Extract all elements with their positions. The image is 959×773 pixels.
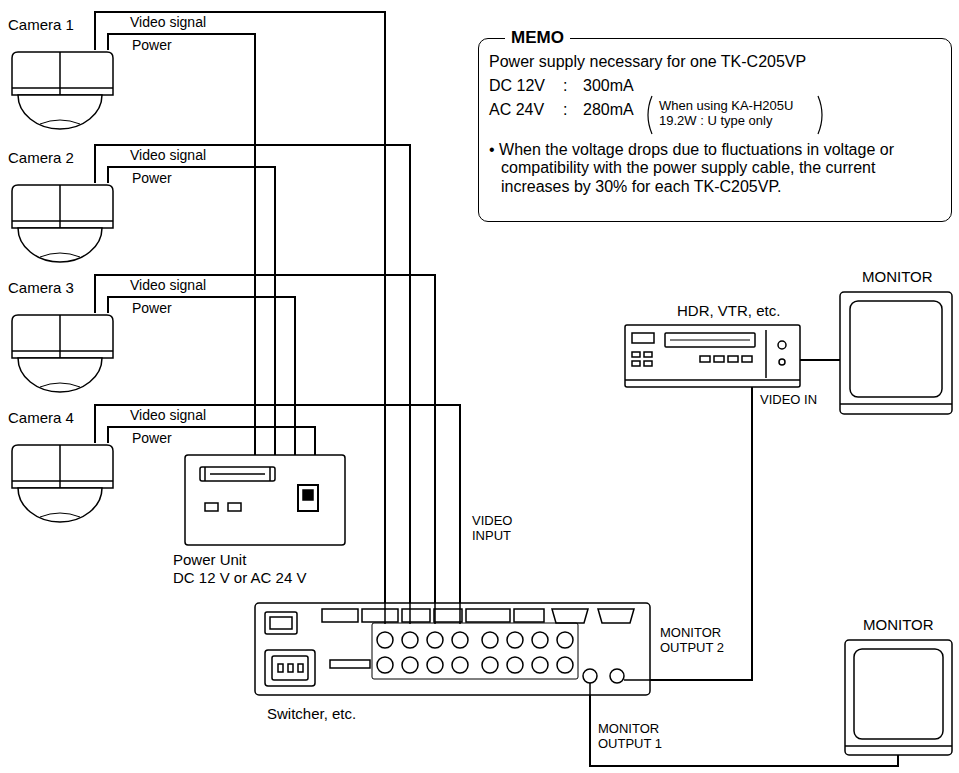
cable [590, 695, 898, 766]
monitor-drawing [845, 640, 952, 755]
device-label: DC 12 V or AC 24 V [173, 569, 306, 586]
dome-camera [12, 445, 113, 522]
cable [95, 275, 435, 603]
port-label: MONITOR OUTPUT 1 [598, 722, 678, 752]
memo-text: AC 24V [489, 101, 544, 119]
memo-text: : [563, 101, 567, 119]
cable-label: Power [132, 171, 172, 186]
cable [108, 427, 315, 455]
note-bracket [648, 96, 822, 134]
cable-label: Power [132, 431, 172, 446]
camera: Camera 4 [10, 443, 115, 523]
power-unit: Power UnitDC 12 V or AC 24 V [185, 455, 345, 545]
port-label: VIDEO INPUT [472, 514, 534, 544]
camera-label: Camera 4 [8, 409, 74, 426]
cable [95, 405, 460, 603]
camera-label: Camera 3 [8, 279, 74, 296]
memo-text: 280mA [583, 101, 634, 119]
memo-note: When using KA-H205U 19.2W : U type only [659, 99, 817, 129]
memo-text: Power supply necessary for one TK-C205VP [489, 53, 806, 71]
device-label: Power Unit [173, 551, 246, 568]
cable [108, 297, 295, 455]
cable [108, 167, 275, 455]
memo-text: DC 12V [489, 77, 545, 95]
camera-label: Camera 1 [8, 16, 74, 33]
memo-box: MEMOPower supply necessary for one TK-C2… [478, 38, 952, 222]
monitor: MONITOR [845, 640, 952, 755]
camera: Camera 2 [10, 183, 115, 263]
cable-label: Power [132, 301, 172, 316]
device-label: MONITOR [862, 268, 933, 285]
memo-text: : [563, 77, 567, 95]
cable [95, 145, 410, 603]
cable-label: Video signal [130, 408, 206, 423]
cable [108, 34, 255, 455]
camera-label: Camera 2 [8, 149, 74, 166]
monitor-drawing [840, 292, 952, 414]
cable-label: Video signal [130, 278, 206, 293]
switcher-drawing [255, 603, 650, 695]
recorder: HDR, VTR, etc. [625, 325, 800, 387]
device-label: MONITOR [863, 616, 934, 633]
cable [95, 12, 385, 603]
power-unit-drawing [185, 455, 345, 545]
cable [800, 359, 840, 361]
device-label: Switcher, etc. [267, 705, 356, 722]
recorder-drawing [625, 325, 800, 387]
monitor: MONITOR [840, 292, 952, 414]
port-label: MONITOR OUTPUT 2 [660, 626, 734, 656]
dome-camera [12, 52, 113, 129]
cable [650, 387, 752, 680]
memo-bullet: • When the voltage drops due to fluctuat… [489, 141, 941, 196]
cable-label: Video signal [130, 15, 206, 30]
camera: Camera 1 [10, 50, 115, 130]
memo-title: MEMO [505, 28, 570, 48]
switcher: Switcher, etc. [255, 603, 650, 695]
cable-label: Power [132, 38, 172, 53]
cable-label: Video signal [130, 148, 206, 163]
port-label: VIDEO IN [760, 393, 817, 408]
dome-camera [12, 315, 113, 392]
camera: Camera 3 [10, 313, 115, 393]
memo-text: 300mA [583, 77, 634, 95]
device-label: HDR, VTR, etc. [677, 302, 780, 319]
dome-camera [12, 185, 113, 262]
